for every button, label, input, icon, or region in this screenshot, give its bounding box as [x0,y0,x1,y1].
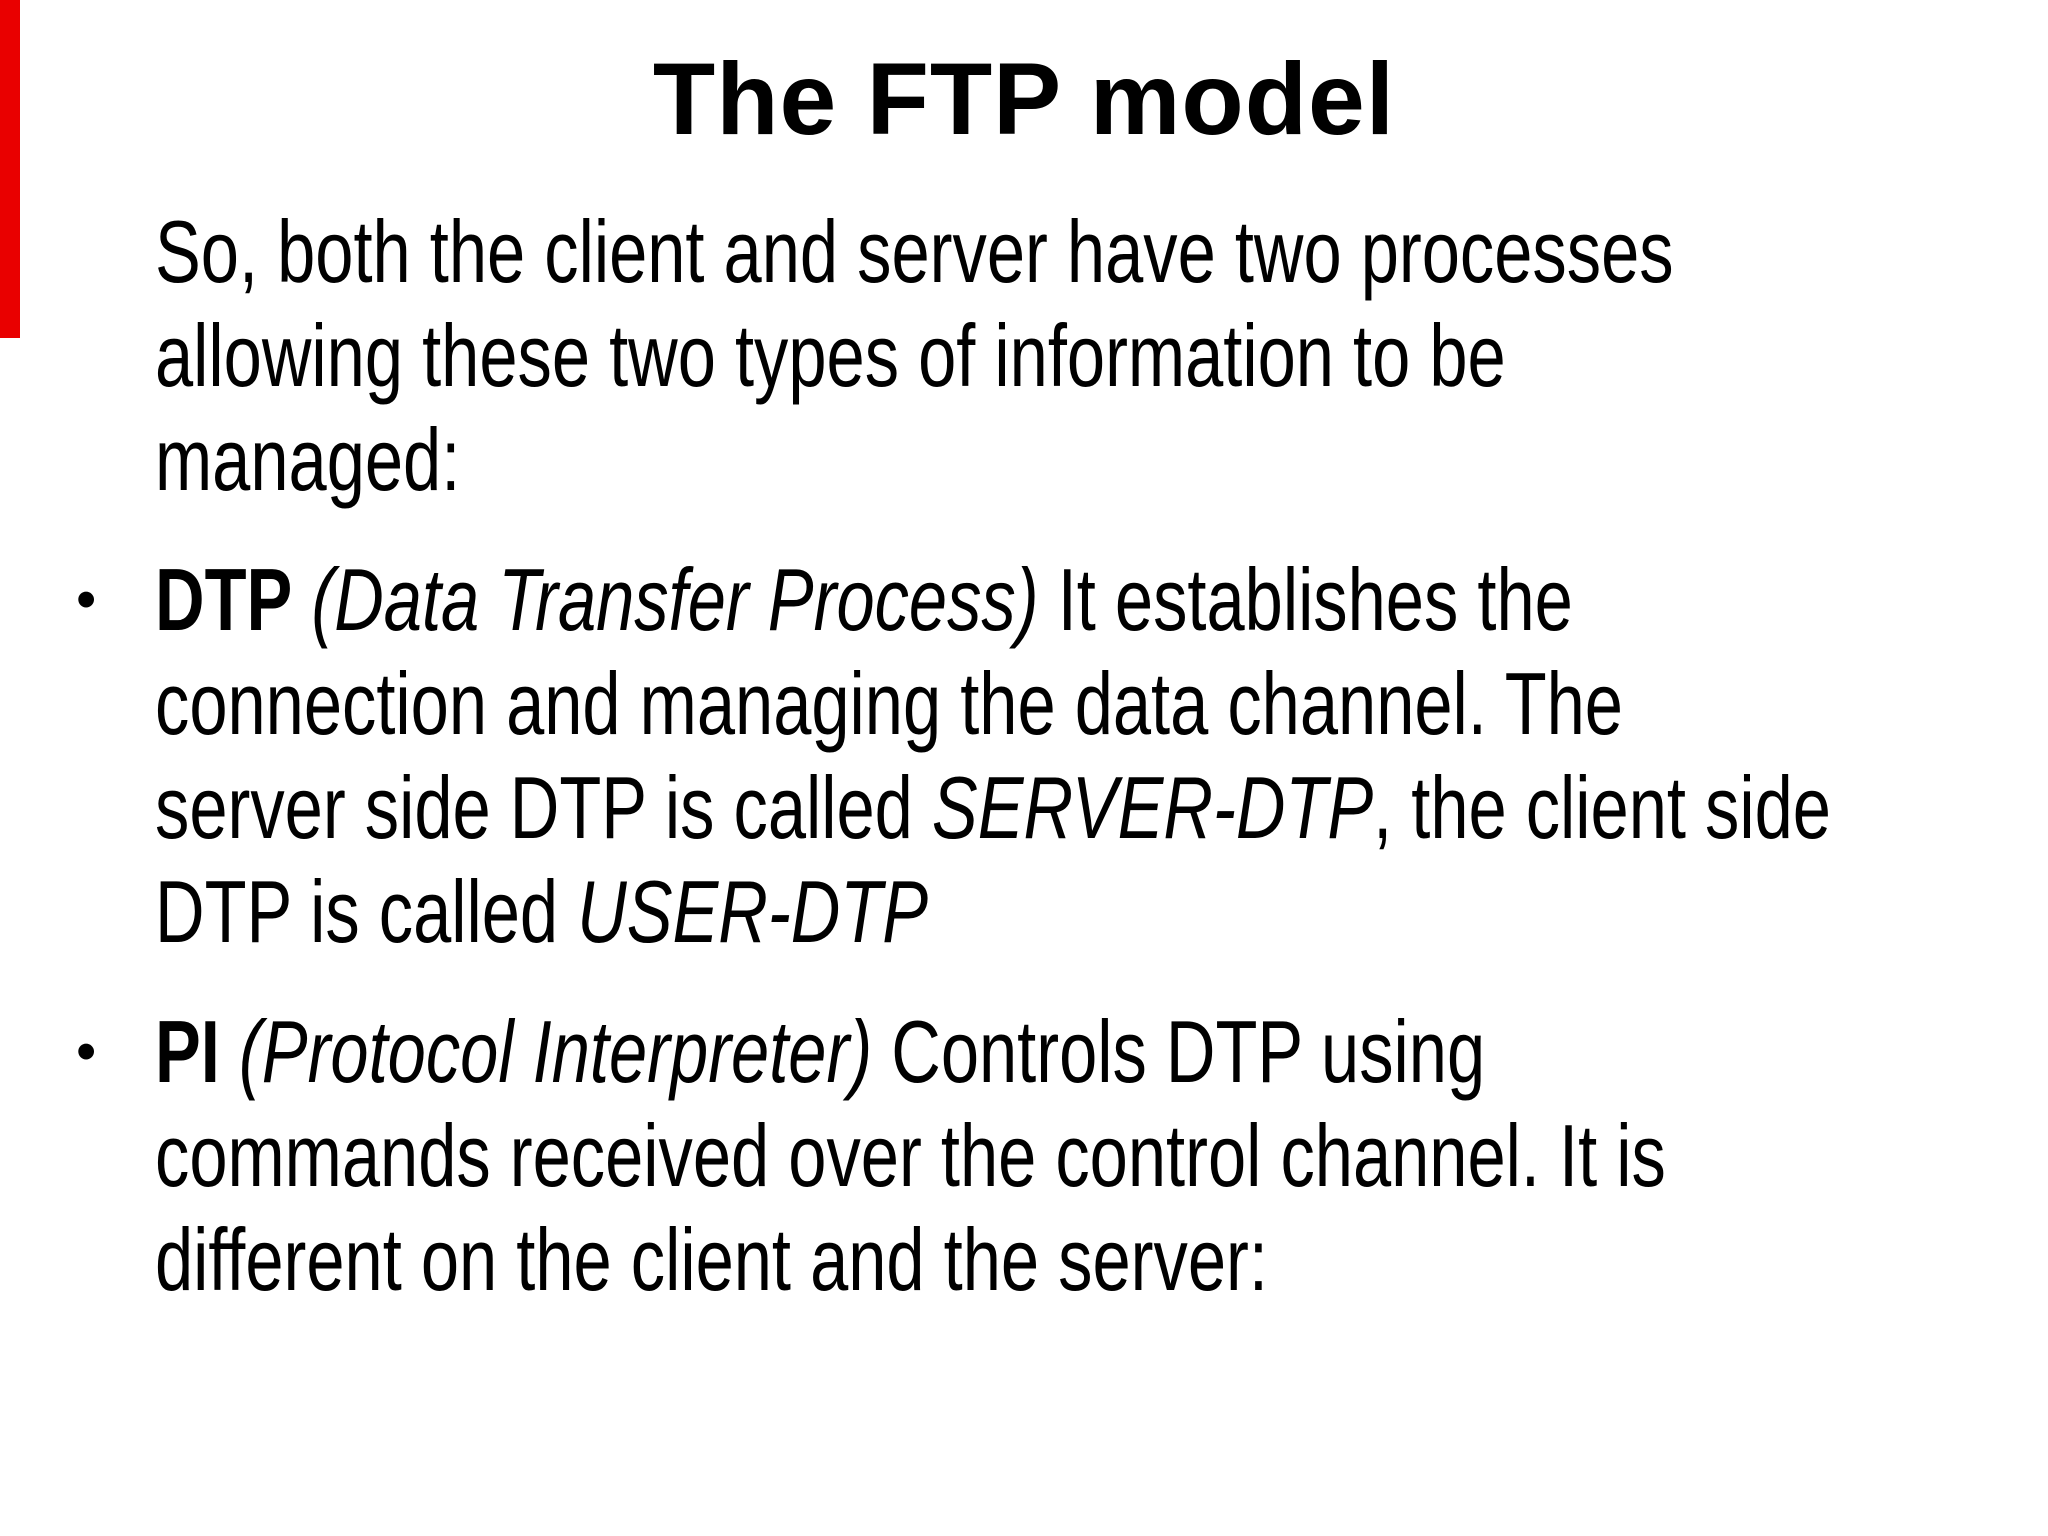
intro-paragraph: So, both the client and server have two … [155,200,2048,512]
bullet-marker: • [76,1019,97,1084]
slide-title: The FTP model [652,42,1396,156]
text-run: Controls DTP using [872,1002,1486,1101]
bullet-pi-text: PI (Protocol Interpreter) Controls DTP u… [155,1000,1666,1312]
text-line: commands received over the control chann… [155,1104,1666,1208]
italic-text-run: (Protocol Interpreter) [238,1002,873,1101]
text-line: DTP is called USER-DTP [155,860,1632,964]
bold-text-run: PI [155,1002,220,1101]
text-run: DTP is called [155,862,578,961]
text-line: DTP (Data Transfer Process) It establish… [155,548,1632,652]
text-run: So, both the client and server have two … [155,202,1674,301]
italic-text-run: SERVER-DTP [931,758,1374,857]
italic-text-run: USER-DTP [577,862,929,961]
bullet-dtp-text: DTP (Data Transfer Process) It establish… [155,548,1831,964]
bullet-item-dtp: • DTP (Data Transfer Process) It establi… [0,548,2048,964]
text-line: different on the client and the server: [155,1208,1632,1312]
text-line: allowing these two types of information … [155,304,1632,408]
text-line: connection and managing the data channel… [155,652,1632,756]
text-run: allowing these two types of information … [155,306,1506,405]
intro-paragraph-text: So, both the client and server have two … [155,200,1674,512]
text-run: different on the client and the server: [155,1210,1268,1309]
text-run [220,1002,239,1101]
text-run: connection and managing the data channel… [155,654,1623,753]
text-run: server side DTP is called [155,758,932,857]
italic-text-run: (Data Transfer Process) [311,550,1039,649]
bullet-item-pi: • PI (Protocol Interpreter) Controls DTP… [0,1000,2048,1312]
bold-text-run: DTP [155,550,293,649]
text-run [292,550,311,649]
text-line: So, both the client and server have two … [155,200,1674,304]
text-line: PI (Protocol Interpreter) Controls DTP u… [155,1000,1632,1104]
text-line: managed: [155,408,1632,512]
text-run: It establishes the [1038,550,1573,649]
bullet-marker: • [76,567,97,632]
text-run: , the client side [1373,758,1831,857]
text-run: commands received over the control chann… [155,1106,1666,1205]
text-line: server side DTP is called SERVER-DTP, th… [155,756,1831,860]
text-run: managed: [155,410,461,509]
left-edge-accent-bar [0,0,20,338]
